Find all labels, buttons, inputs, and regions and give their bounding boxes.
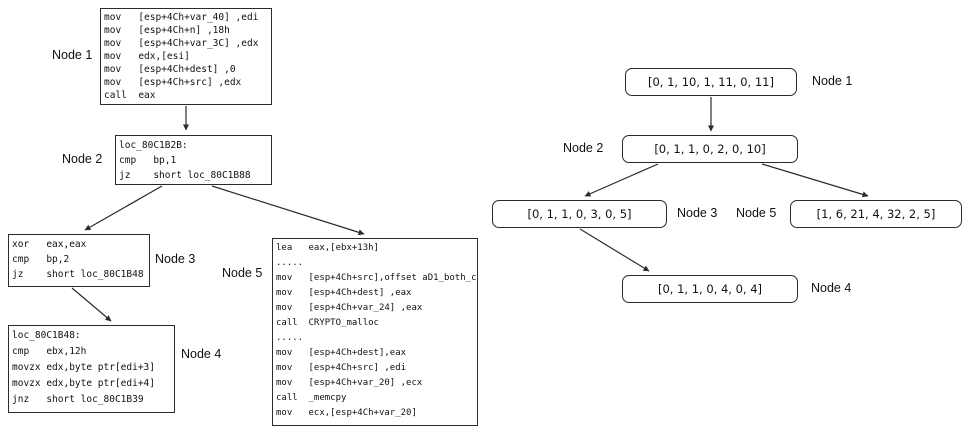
edge-right-node3-node4 — [579, 228, 650, 272]
right-node3-label: Node 3 — [677, 206, 718, 220]
right-node3-box: [0, 1, 1, 0, 3, 0, 5] — [492, 200, 667, 228]
left-node5-code: lea eax,[ebx+13h] ..... mov [esp+4Ch+src… — [276, 243, 477, 418]
left-node2-label: Node 2 — [62, 152, 103, 166]
left-node1-box: mov [esp+4Ch+var_40] ,edi mov [esp+4Ch+n… — [100, 8, 272, 105]
right-node4-vector: [0, 1, 1, 0, 4, 0, 4] — [657, 282, 763, 296]
left-node3-code: xor eax,eax cmp bp,2 jz short loc_80C1B4… — [12, 239, 144, 280]
left-node1-label: Node 1 — [52, 48, 93, 62]
left-node3-box: xor eax,eax cmp bp,2 jz short loc_80C1B4… — [8, 234, 150, 287]
left-node2-box: loc_80C1B2B: cmp bp,1 jz short loc_80C1B… — [115, 135, 272, 185]
left-node2-code: loc_80C1B2B: cmp bp,1 jz short loc_80C1B… — [119, 140, 251, 181]
left-node4-box: loc_80C1B48: cmp ebx,12h movzx edx,byte … — [8, 325, 175, 413]
edge-left-node3-node4 — [71, 287, 112, 322]
right-node5-label: Node 5 — [736, 206, 777, 220]
edge-left-node2-node5 — [211, 185, 365, 236]
right-node5-vector: [1, 6, 21, 4, 32, 2, 5] — [816, 207, 936, 221]
right-node5-box: [1, 6, 21, 4, 32, 2, 5] — [790, 200, 962, 228]
left-node1-code: mov [esp+4Ch+var_40] ,edi mov [esp+4Ch+n… — [104, 12, 259, 101]
edge-right-node2-node3 — [584, 163, 659, 197]
edge-left-node2-node3 — [84, 185, 163, 231]
right-node3-vector: [0, 1, 1, 0, 3, 0, 5] — [527, 207, 632, 221]
right-node2-label: Node 2 — [563, 141, 604, 155]
right-node1-vector: [0, 1, 10, 1, 11, 0, 11] — [647, 75, 774, 89]
right-node2-box: [0, 1, 1, 0, 2, 0, 10] — [622, 135, 798, 163]
left-node5-box: lea eax,[ebx+13h] ..... mov [esp+4Ch+src… — [272, 238, 478, 426]
right-node1-box: [0, 1, 10, 1, 11, 0, 11] — [625, 68, 797, 96]
left-node4-code: loc_80C1B48: cmp ebx,12h movzx edx,byte … — [12, 330, 155, 405]
left-node4-label: Node 4 — [181, 347, 222, 361]
left-node5-label: Node 5 — [222, 266, 263, 280]
edge-right-node2-node5 — [761, 163, 869, 198]
left-node3-label: Node 3 — [155, 252, 196, 266]
right-node4-box: [0, 1, 1, 0, 4, 0, 4] — [622, 275, 798, 303]
right-node4-label: Node 4 — [811, 281, 852, 295]
right-node2-vector: [0, 1, 1, 0, 2, 0, 10] — [654, 142, 766, 156]
right-node1-label: Node 1 — [812, 74, 853, 88]
